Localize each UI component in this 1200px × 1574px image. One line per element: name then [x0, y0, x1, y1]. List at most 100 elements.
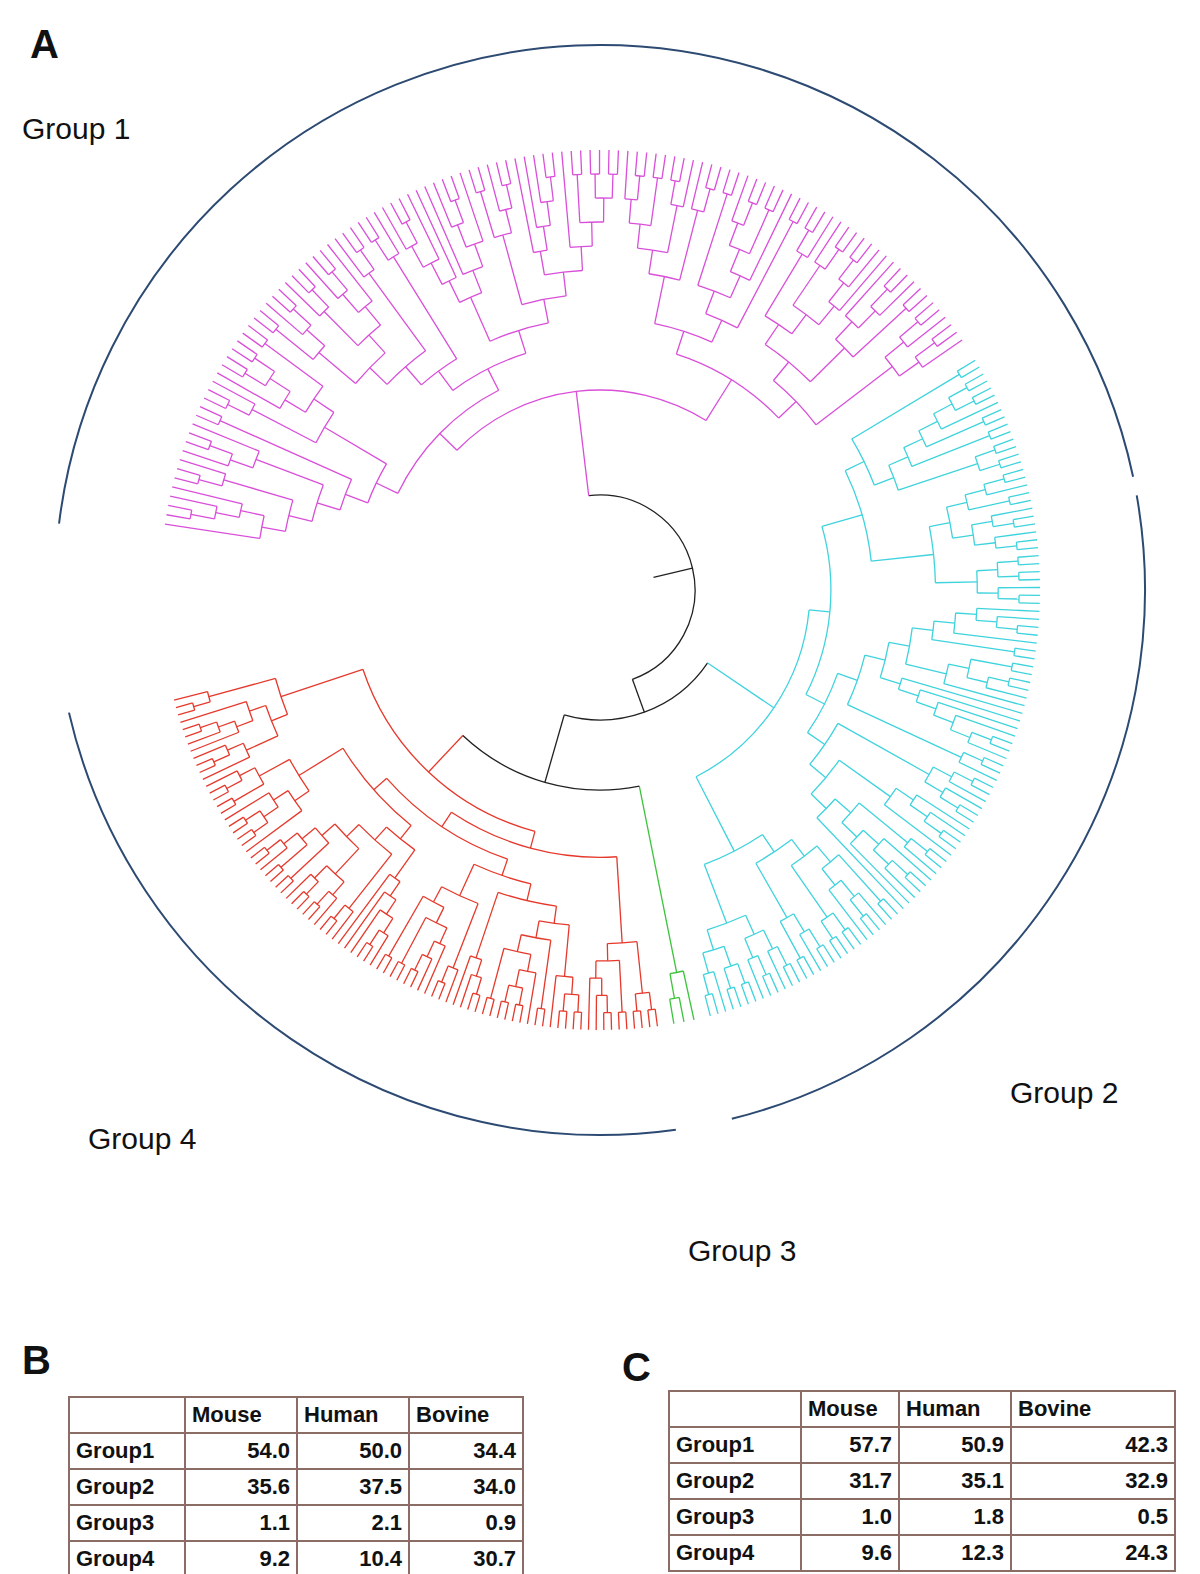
tree-branch: [350, 228, 364, 248]
tree-branch: [222, 365, 243, 377]
tree-branch: [633, 1010, 640, 1012]
tree-branch: [1018, 572, 1020, 580]
tree-branch: [1019, 595, 1040, 597]
table-cell: 31.7: [801, 1463, 899, 1499]
tree-branch: [984, 479, 1004, 485]
tree-branch: [683, 971, 694, 1020]
tree-branch: [885, 342, 904, 357]
tree-branch: [340, 479, 352, 510]
tree-branch: [748, 960, 764, 999]
tree-branch: [906, 628, 913, 664]
tree-branch: [850, 830, 863, 843]
tree-branch: [949, 772, 954, 782]
tree-branch: [619, 960, 622, 1012]
tree-branch: [478, 167, 485, 190]
tree-branch: [335, 239, 364, 277]
tree-branch: [176, 703, 193, 708]
tree-branch: [903, 289, 920, 305]
tree-branch: [303, 902, 315, 915]
tree-branch: [332, 912, 353, 939]
tree-branch: [829, 880, 841, 890]
table-text: 10.4: [359, 1546, 402, 1571]
tree-branch: [884, 788, 896, 804]
tree-branch: [925, 855, 941, 868]
tree-branch: [506, 185, 511, 208]
tree-branch: [264, 807, 278, 817]
tree-branch: [288, 791, 302, 811]
tree-branch: [944, 664, 949, 684]
tree-branch: [291, 843, 329, 878]
tree-branch: [385, 892, 396, 900]
table-text: 0.5: [1137, 1504, 1168, 1529]
tree-branch: [800, 935, 821, 971]
tree-branch: [705, 996, 710, 1016]
tree-branch: [208, 441, 211, 449]
tree-branch: [968, 743, 1007, 759]
tree-branch: [810, 348, 844, 382]
tree-branch: [821, 921, 833, 938]
tree-branch: [603, 198, 605, 222]
tree-branch: [904, 439, 923, 448]
tree-branch: [193, 745, 225, 758]
tree-branch: [990, 736, 993, 743]
tree-branch: [442, 277, 456, 284]
tree-branch: [357, 943, 367, 957]
tree-branch: [706, 314, 738, 328]
tree-branch: [839, 760, 890, 796]
tree-branch: [537, 225, 551, 227]
tree-branch: [393, 257, 456, 359]
tree-branch: [1018, 595, 1019, 603]
tree-branch: [612, 174, 614, 198]
tree-branch: [953, 535, 974, 538]
tree-branch: [626, 1012, 627, 1029]
tree-branch: [207, 692, 210, 702]
tree-branch: [1016, 626, 1018, 634]
tree-branch: [487, 165, 499, 211]
tree-branch: [967, 678, 987, 683]
tree-branch: [730, 276, 740, 298]
tree-branch: [808, 673, 838, 732]
tree-branch: [797, 960, 807, 978]
tree-branch: [260, 811, 268, 823]
tree-branch: [550, 177, 553, 201]
tree-branch: [313, 257, 329, 275]
tree-branch: [314, 898, 336, 924]
tree-branch: [194, 702, 211, 707]
tree-branch: [956, 805, 960, 811]
tree-branch: [193, 703, 195, 710]
tree-branch: [997, 562, 999, 576]
tree-branch: [466, 241, 483, 247]
tree-branch: [950, 730, 969, 738]
tree-branch: [1019, 579, 1040, 581]
tree-branch: [988, 432, 991, 439]
table-cell: 9.2: [185, 1541, 297, 1574]
tree-branch: [917, 795, 970, 829]
tree-branch: [704, 189, 710, 212]
tree-branch: [777, 946, 786, 965]
tree-branch: [375, 827, 387, 840]
tree-branch: [229, 817, 244, 826]
tree-branch: [850, 900, 863, 916]
tree-branch: [246, 702, 253, 721]
tree-branch: [649, 992, 651, 1009]
tree-branch: [412, 246, 424, 267]
tree-branch: [1014, 648, 1015, 656]
tree-branch: [319, 353, 356, 384]
tree-branch: [960, 805, 978, 816]
tree-branch: [516, 970, 520, 987]
tree-branch: [520, 1006, 523, 1023]
tree-branch: [934, 621, 955, 623]
tree-branch: [474, 864, 531, 884]
table-cell: Group4: [69, 1541, 185, 1574]
tree-branch: [213, 381, 255, 404]
tree-branch: [299, 748, 343, 775]
tree-branch: [475, 244, 483, 267]
tree-branch: [707, 930, 713, 950]
tree-branch: [765, 208, 773, 212]
tree-branch: [972, 398, 975, 405]
tree-branch: [471, 297, 490, 341]
tree-branch: [178, 710, 195, 715]
table-text: Group1: [76, 1438, 154, 1463]
table-text: 9.2: [259, 1546, 290, 1571]
tree-branch: [208, 390, 229, 401]
